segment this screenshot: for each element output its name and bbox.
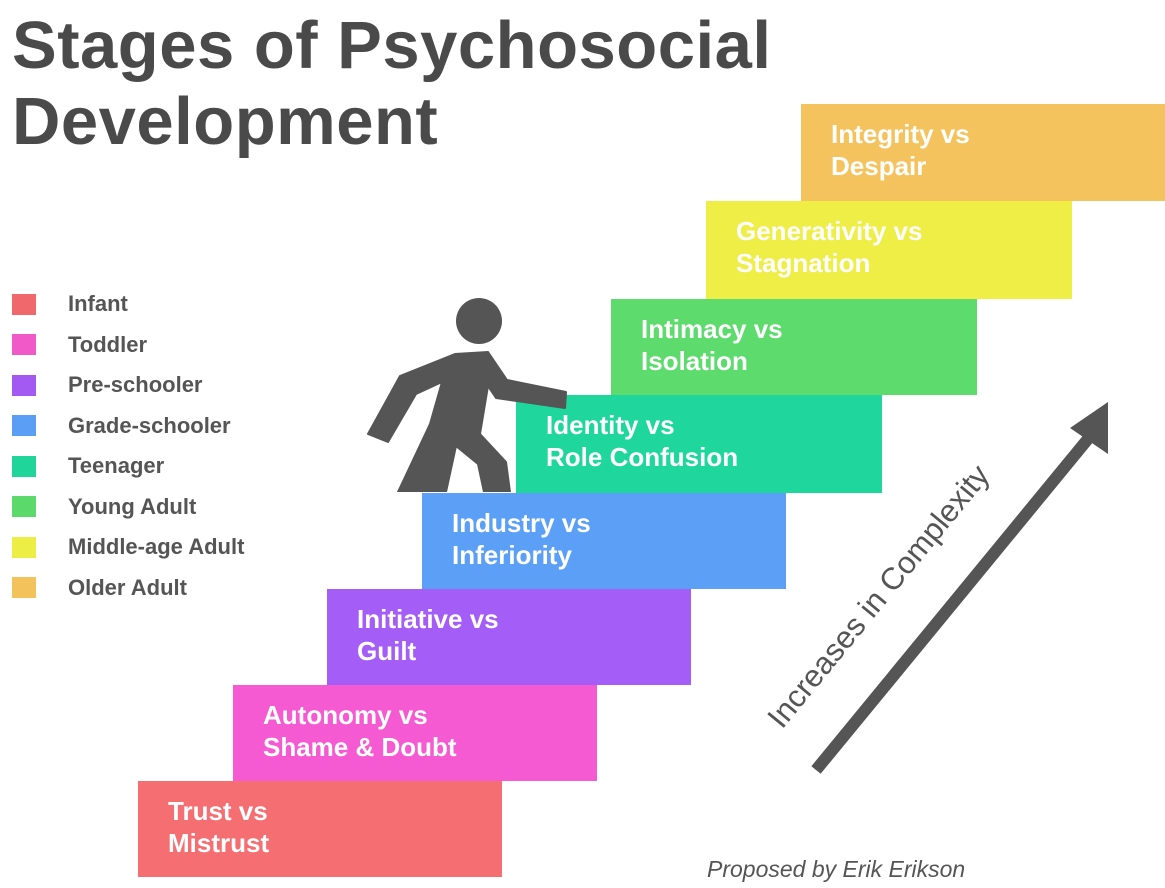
arrow-shaft [811,430,1097,774]
walking-person-icon [367,298,567,492]
stage-industry-vs-inferiority: Industry vs Inferiority [422,493,786,589]
legend-swatch-teenager [12,455,36,477]
stage-line: Inferiority [452,540,572,570]
stage-line: Role Confusion [546,442,739,472]
legend-item-middle-age-adult: Middle-age Adult [12,527,244,568]
stage-line: Guilt [357,636,417,666]
stage-autonomy-vs-shame-doubt: Autonomy vs Shame & Doubt [233,685,597,781]
legend-label-teenager: Teenager [68,453,165,479]
stage-intimacy-vs-isolation: Intimacy vs Isolation [611,299,977,395]
legend-item-infant: Infant [12,284,244,325]
legend-label-middle-age-adult: Middle-age Adult [68,534,245,560]
page-title: Stages of Psychosocial Development [12,8,771,160]
stage-line: Initiative vs [357,604,499,634]
legend-item-older-adult: Older Adult [12,568,244,609]
legend-swatch-young-adult [12,496,36,518]
stage-identity-vs-role-confusion: Identity vs Role Confusion [516,395,882,493]
legend-swatch-middle-age-adult [12,536,36,558]
title-line-2: Development [12,84,439,159]
stage-line: Intimacy vs [641,314,783,344]
stage-line: Industry vs [452,508,591,538]
stage-line: Identity vs [546,410,675,440]
legend: Infant Toddler Pre-schooler Grade-school… [12,284,244,608]
stage-generativity-vs-stagnation: Generativity vs Stagnation [706,201,1072,299]
complexity-arrow: Increases in Complexity [760,402,1108,774]
legend-swatch-pre-schooler [12,374,36,396]
attribution: Proposed by Erik Erikson [707,856,966,882]
legend-item-toddler: Toddler [12,325,244,366]
legend-swatch-older-adult [12,577,36,599]
stage-line: Trust vs [168,796,268,826]
legend-item-pre-schooler: Pre-schooler [12,365,244,406]
stage-line: Autonomy vs [263,700,428,730]
legend-item-teenager: Teenager [12,446,244,487]
legend-label-toddler: Toddler [68,331,148,357]
stage-line: Integrity vs [831,119,970,149]
legend-label-infant: Infant [68,291,128,317]
arrow-head-icon [1070,402,1108,454]
title-line-1: Stages of Psychosocial [12,8,772,83]
stage-line: Shame & Doubt [263,732,457,762]
stage-line: Stagnation [736,248,871,278]
stage-line: Generativity vs [736,216,923,246]
legend-swatch-infant [12,293,36,315]
stage-line: Mistrust [168,828,270,858]
legend-label-grade-schooler: Grade-schooler [68,412,231,438]
legend-label-young-adult: Young Adult [68,493,197,519]
legend-item-young-adult: Young Adult [12,487,244,528]
legend-label-pre-schooler: Pre-schooler [68,372,203,398]
legend-label-older-adult: Older Adult [68,574,187,600]
stage-line: Isolation [641,346,748,376]
stage-integrity-vs-despair: Integrity vs Despair [801,104,1165,201]
legend-swatch-grade-schooler [12,415,36,437]
stage-initiative-vs-guilt: Initiative vs Guilt [327,589,691,685]
stage-line: Despair [831,151,927,181]
legend-item-grade-schooler: Grade-schooler [12,406,244,447]
legend-swatch-toddler [12,334,36,356]
stage-trust-vs-mistrust: Trust vs Mistrust [138,781,502,877]
